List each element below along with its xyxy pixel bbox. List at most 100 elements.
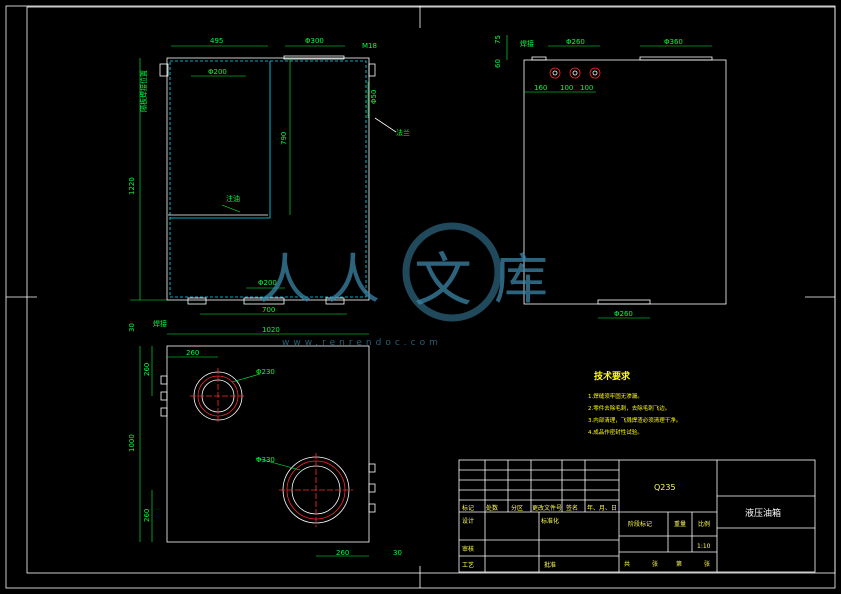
port-hole-2-inner [572,70,578,76]
right-callout: 法兰 [396,128,410,137]
title-block-frame [458,459,816,573]
tb-approve: 批准 [544,561,556,569]
front-view: 495 Φ300 M18 Φ200 790 Φ50 1220 Φ200 700 … [128,37,410,332]
plate-note: M18 [362,42,377,50]
dim-300: Φ300 [305,37,324,45]
tb-col-doc: 更改文件号 [532,504,562,512]
side-top-plate [639,56,713,61]
top-bottom-x: 260 [336,549,349,557]
side-right-top: Φ360 [664,38,683,46]
side-hole-1: 160 [534,84,547,92]
side-dim-75: 75 [494,35,502,44]
top-leader-230 [231,373,261,383]
watermark-char-1: 人 [258,248,312,311]
right-flange [368,63,376,77]
top-circle-large: Φ330 [256,456,275,464]
tb-drawing-name: 液压油箱 [745,507,781,519]
side-dim-60: 60 [494,59,502,68]
tech-note-2: 2.零件去除毛刺，去除毛刺飞边。 [588,404,670,412]
top-nozzle-1 [160,375,168,385]
front-inner-wall [169,60,367,298]
tb-col-count: 处数 [486,504,498,512]
tb-ratio: 比例 [698,520,710,528]
tech-note-1: 1.焊缝须牢固无渗漏。 [588,392,643,400]
top-offset-x: 260 [186,349,199,357]
top-total-depth: 1000 [128,434,136,452]
side-holes-span: Φ260 [566,38,585,46]
tech-notes: 技术要求 1.焊缝须牢固无渗漏。 2.零件去除毛刺，去除毛刺飞边。 3.内部清理… [588,370,681,436]
dim-495: 495 [210,37,223,45]
side-hole-2: 100 [560,84,573,92]
tb-stage: 阶段标记 [628,520,652,528]
dim-790: 790 [280,132,288,145]
tb-scale: 1:10 [697,543,711,550]
callout-leader [374,117,397,133]
watermark-char-2: 人 [326,248,380,311]
tb-col-zone: 分区 [511,504,523,512]
top-offset-y: 260 [143,363,151,376]
section-label: 焊接 [153,319,167,328]
side-view: 75 60 焊接 Φ260 Φ360 160 100 100 Φ260 [494,35,727,319]
tb-col-mark: 标记 [462,504,474,512]
dim-30: 30 [128,323,136,332]
side-bottom-width: Φ260 [614,310,633,318]
dim-200-bottom: Φ200 [258,279,277,287]
tb-material: Q235 [654,483,676,492]
tech-note-3: 3.内部清理，飞溅焊渣必须清理干净。 [588,416,681,424]
tb-weight: 重量 [674,520,686,528]
front-outline [166,57,370,301]
top-leader-330 [255,457,301,471]
top-edge: 30 [393,549,402,557]
tb-standard: 标准化 [541,517,559,525]
top-nozzle-3 [160,407,168,417]
port-hole-2 [569,67,581,79]
watermark-char-3: 文 [414,246,472,314]
dim-200-top: Φ200 [208,68,227,76]
tb-col-date: 年、月、日 [587,504,617,512]
port-hole-3 [589,67,601,79]
dim-50: Φ50 [370,90,378,104]
top-bottom-y: 260 [143,509,151,522]
left-label: 隔板焊接位置 [139,70,148,112]
top-nozzle-4 [368,463,376,473]
left-flange [159,63,169,77]
top-outline [166,345,370,543]
side-bottom-plate [597,299,651,305]
top-nozzle-5 [368,483,376,493]
foot-left [187,297,207,305]
foot-right [325,297,345,305]
tb-col-sign: 签名 [566,504,578,512]
tb-sheet-total: 共 [624,560,630,568]
side-outline [523,59,727,305]
weld-leader [221,204,241,213]
watermark-url: www.renrendoc.com [282,338,442,348]
side-hole-3: 100 [580,84,593,92]
port-hole-3-inner [592,70,598,76]
side-lug-left [531,56,547,61]
top-total-width: 1020 [262,326,280,334]
tb-review: 审核 [462,545,474,553]
watermark-ring [402,222,502,322]
title-block: 标记 处数 分区 更改文件号 签名 年、月、日 设计 标准化 审核 工艺 批准 … [458,459,816,573]
tech-notes-title: 技术要求 [594,370,631,382]
tb-process: 工艺 [462,561,474,569]
tb-sheet: 张 [652,560,658,568]
top-view: 1020 260 260 Φ230 1000 Φ330 260 260 30 [128,326,402,557]
port-hole-1-inner [552,70,558,76]
tb-page-no: 第 [676,560,682,568]
top-nozzle-6 [368,503,376,513]
tech-note-4: 4.成品作密封性试验。 [588,428,643,436]
mid-label: 注油 [226,194,240,203]
dim-700: 700 [262,306,275,314]
top-cover [283,55,345,60]
dim-1220: 1220 [128,177,136,195]
side-label: 焊接 [520,39,534,48]
inner-border [26,6,836,574]
watermark-char-4: 库 [494,248,548,311]
foot-mid [243,297,285,305]
top-nozzle-2 [160,391,168,401]
port-hole-1 [549,67,561,79]
tb-design: 设计 [462,517,474,525]
top-circle-small: Φ230 [256,368,275,376]
